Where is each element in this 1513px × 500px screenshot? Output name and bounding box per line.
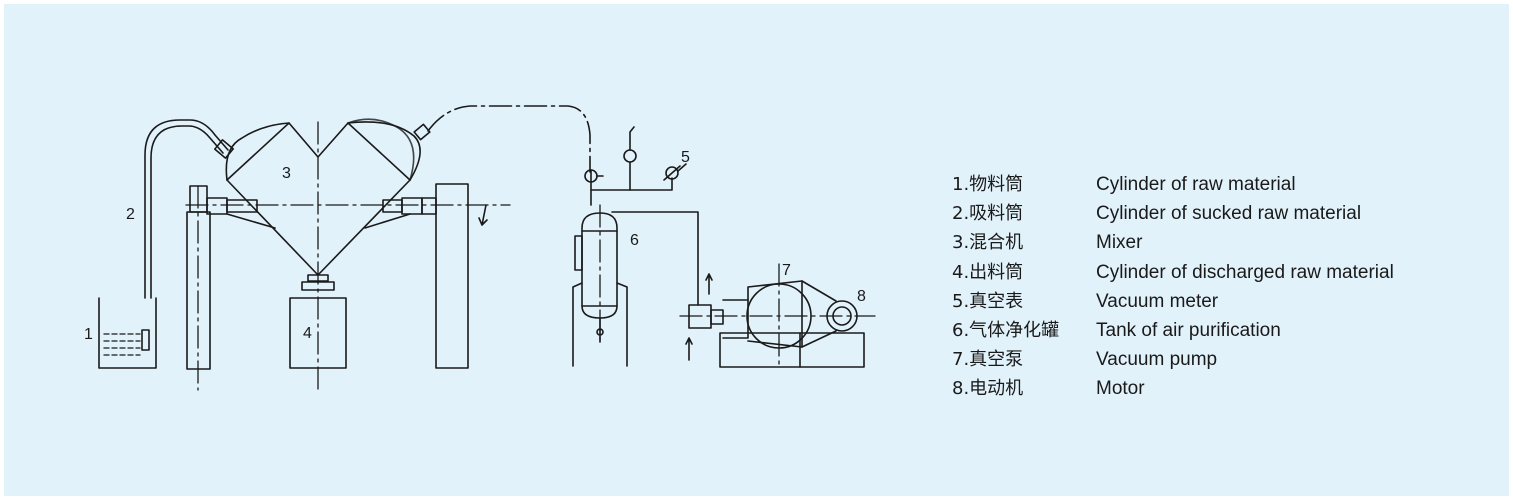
diagram-panel — [4, 4, 1509, 496]
legend-zh: 8.电动机 — [952, 378, 1024, 400]
tank-piping — [584, 126, 699, 306]
legend-en: Cylinder of raw material — [1096, 174, 1296, 195]
air-purification-tank — [572, 204, 628, 367]
motor — [801, 280, 858, 348]
legend-en: Cylinder of sucked raw material — [1096, 203, 1362, 225]
legend-en: Mixer — [1096, 232, 1143, 254]
legend-en: Vacuum pump — [1096, 349, 1218, 371]
legend-zh: 3.混合机 — [952, 232, 1024, 254]
callout-1: 1 — [84, 326, 93, 343]
legend-zh: 4.出料筒 — [952, 261, 1024, 283]
legend-en: Tank of air purification — [1096, 319, 1281, 341]
vacuum-line — [427, 105, 591, 173]
flow-arrows — [685, 273, 713, 361]
right-frame-post — [421, 183, 469, 369]
legend-zh: 2.吸料筒 — [952, 203, 1024, 225]
callout-5: 5 — [681, 149, 690, 166]
raw-material-cylinder — [98, 297, 157, 369]
v-mixer — [185, 118, 511, 391]
callout-labels: 1 2 3 4 5 6 7 8 — [84, 149, 866, 343]
callout-6: 6 — [630, 232, 639, 249]
callout-2: 2 — [126, 206, 135, 223]
callout-3: 3 — [282, 165, 291, 182]
left-frame-post — [186, 185, 211, 391]
legend-zh: 1.物料筒 — [952, 174, 1024, 195]
discharge-cylinder — [289, 297, 347, 369]
suction-hose — [144, 119, 235, 299]
legend-zh: 5.真空表 — [952, 290, 1024, 312]
callout-4: 4 — [303, 325, 312, 342]
callout-7: 7 — [782, 262, 791, 279]
legend-zh: 7.真空泵 — [952, 349, 1024, 371]
legend-en: Vacuum meter — [1096, 290, 1219, 312]
callout-8: 8 — [857, 288, 866, 305]
legend-en: Motor — [1096, 378, 1145, 400]
legend-zh: 6.气体净化罐 — [952, 319, 1060, 341]
legend-en: Cylinder of discharged raw material — [1096, 261, 1394, 283]
